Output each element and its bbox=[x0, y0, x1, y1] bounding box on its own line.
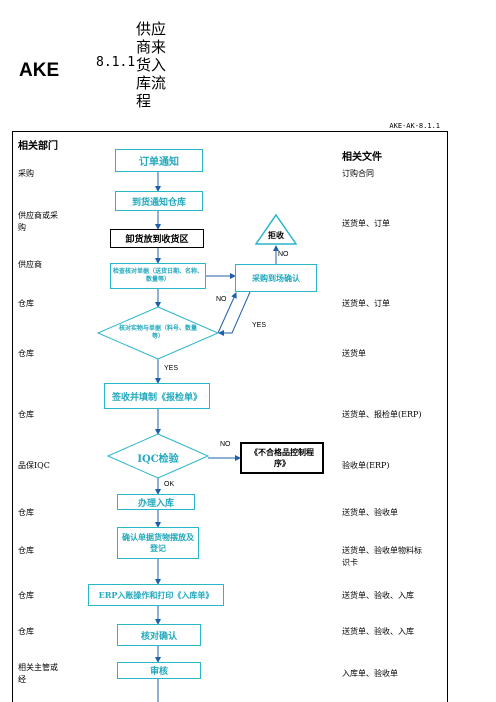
column-header-dept: 相关部门 bbox=[18, 141, 58, 152]
company-logo: AKE bbox=[19, 60, 60, 81]
flow-step-reject: 拒收 bbox=[268, 230, 284, 240]
iqc-diamond bbox=[106, 433, 210, 479]
label-yes-main: YES bbox=[164, 365, 179, 372]
flow-step-do-storage: 办理入库 bbox=[117, 494, 195, 510]
flow-step-verify: 核对确认 bbox=[117, 624, 201, 646]
flow-step-delivery-notice: 到货通知仓库 bbox=[115, 191, 203, 211]
docs-cell: 送货单、报检单(ERP) bbox=[342, 410, 422, 419]
dept-cell: 采购 bbox=[18, 169, 34, 178]
dept-cell: 仓库 bbox=[18, 591, 34, 600]
label-yes-confirm: YES bbox=[252, 322, 267, 329]
flow-step-nonconform: 《不合格品控制程序》 bbox=[240, 442, 324, 474]
dept-cell: 供应商或采购 bbox=[18, 211, 58, 232]
process-table bbox=[12, 131, 448, 702]
flow-step-audit: 审核 bbox=[117, 662, 201, 679]
label-ok-iqc: OK bbox=[164, 481, 175, 488]
check-goods-diamond bbox=[96, 306, 220, 360]
flow-step-purchase-confirm: 采购到场确认 bbox=[235, 264, 317, 292]
docs-cell: 送货单、验收单物料标识卡 bbox=[342, 546, 422, 567]
flow-step-order-notice: 订单通知 bbox=[115, 149, 203, 172]
dept-cell: 仓库 bbox=[18, 627, 34, 636]
label-no-reject: NO bbox=[278, 251, 289, 258]
dept-cell: 仓库 bbox=[18, 508, 34, 517]
flow-step-check-goods: 核对实物与单据（料号、数量等） bbox=[118, 325, 197, 340]
flow-step-confirm-place: 确认单据货物摆放及登记 bbox=[117, 527, 199, 559]
docs-cell: 送货单、验收单 bbox=[342, 508, 398, 517]
reject-triangle bbox=[254, 213, 298, 245]
section-number: 8.1.1 bbox=[96, 55, 136, 70]
docs-cell: 验收单(ERP) bbox=[342, 461, 390, 470]
docs-cell: 送货单 bbox=[342, 349, 366, 358]
docs-cell: 订购合同 bbox=[342, 169, 374, 178]
docs-cell: 送货单、验收、入库 bbox=[342, 627, 414, 636]
dept-cell: 仓库 bbox=[18, 349, 34, 358]
docs-cell: 送货单、验收、入库 bbox=[342, 591, 414, 600]
doc-id: AKE-AK-8.1.1 bbox=[389, 122, 440, 130]
docs-cell: 送货单、订单 bbox=[342, 219, 390, 228]
docs-cell: 入库单、验收单 bbox=[342, 669, 398, 678]
flow-step-erp-print: ERP入账操作和打印《入库单》 bbox=[88, 584, 224, 606]
docs-cell: 送货单、订单 bbox=[342, 299, 390, 308]
dept-cell: 仓库 bbox=[18, 410, 34, 419]
flow-step-iqc: IQC检验 bbox=[137, 454, 179, 465]
dept-cell: 品保IQC bbox=[18, 461, 50, 470]
dept-cell: 相关主管或经 bbox=[18, 663, 58, 684]
flow-step-check-docs: 检查核对单据（送货日期、名称、数量等） bbox=[110, 263, 206, 289]
dept-cell: 仓库 bbox=[18, 546, 34, 555]
dept-cell: 仓库 bbox=[18, 299, 34, 308]
page-title: 供应商来货入库流程 bbox=[136, 20, 167, 110]
label-no-iqc: NO bbox=[220, 441, 231, 448]
label-no-diamond: NO bbox=[216, 296, 227, 303]
column-header-docs: 相关文件 bbox=[342, 152, 382, 163]
flow-step-sign-inspect: 签收并填制《报检单》 bbox=[104, 383, 210, 409]
dept-cell: 供应商 bbox=[18, 260, 42, 269]
flow-step-unload: 卸货放到收货区 bbox=[110, 229, 204, 248]
